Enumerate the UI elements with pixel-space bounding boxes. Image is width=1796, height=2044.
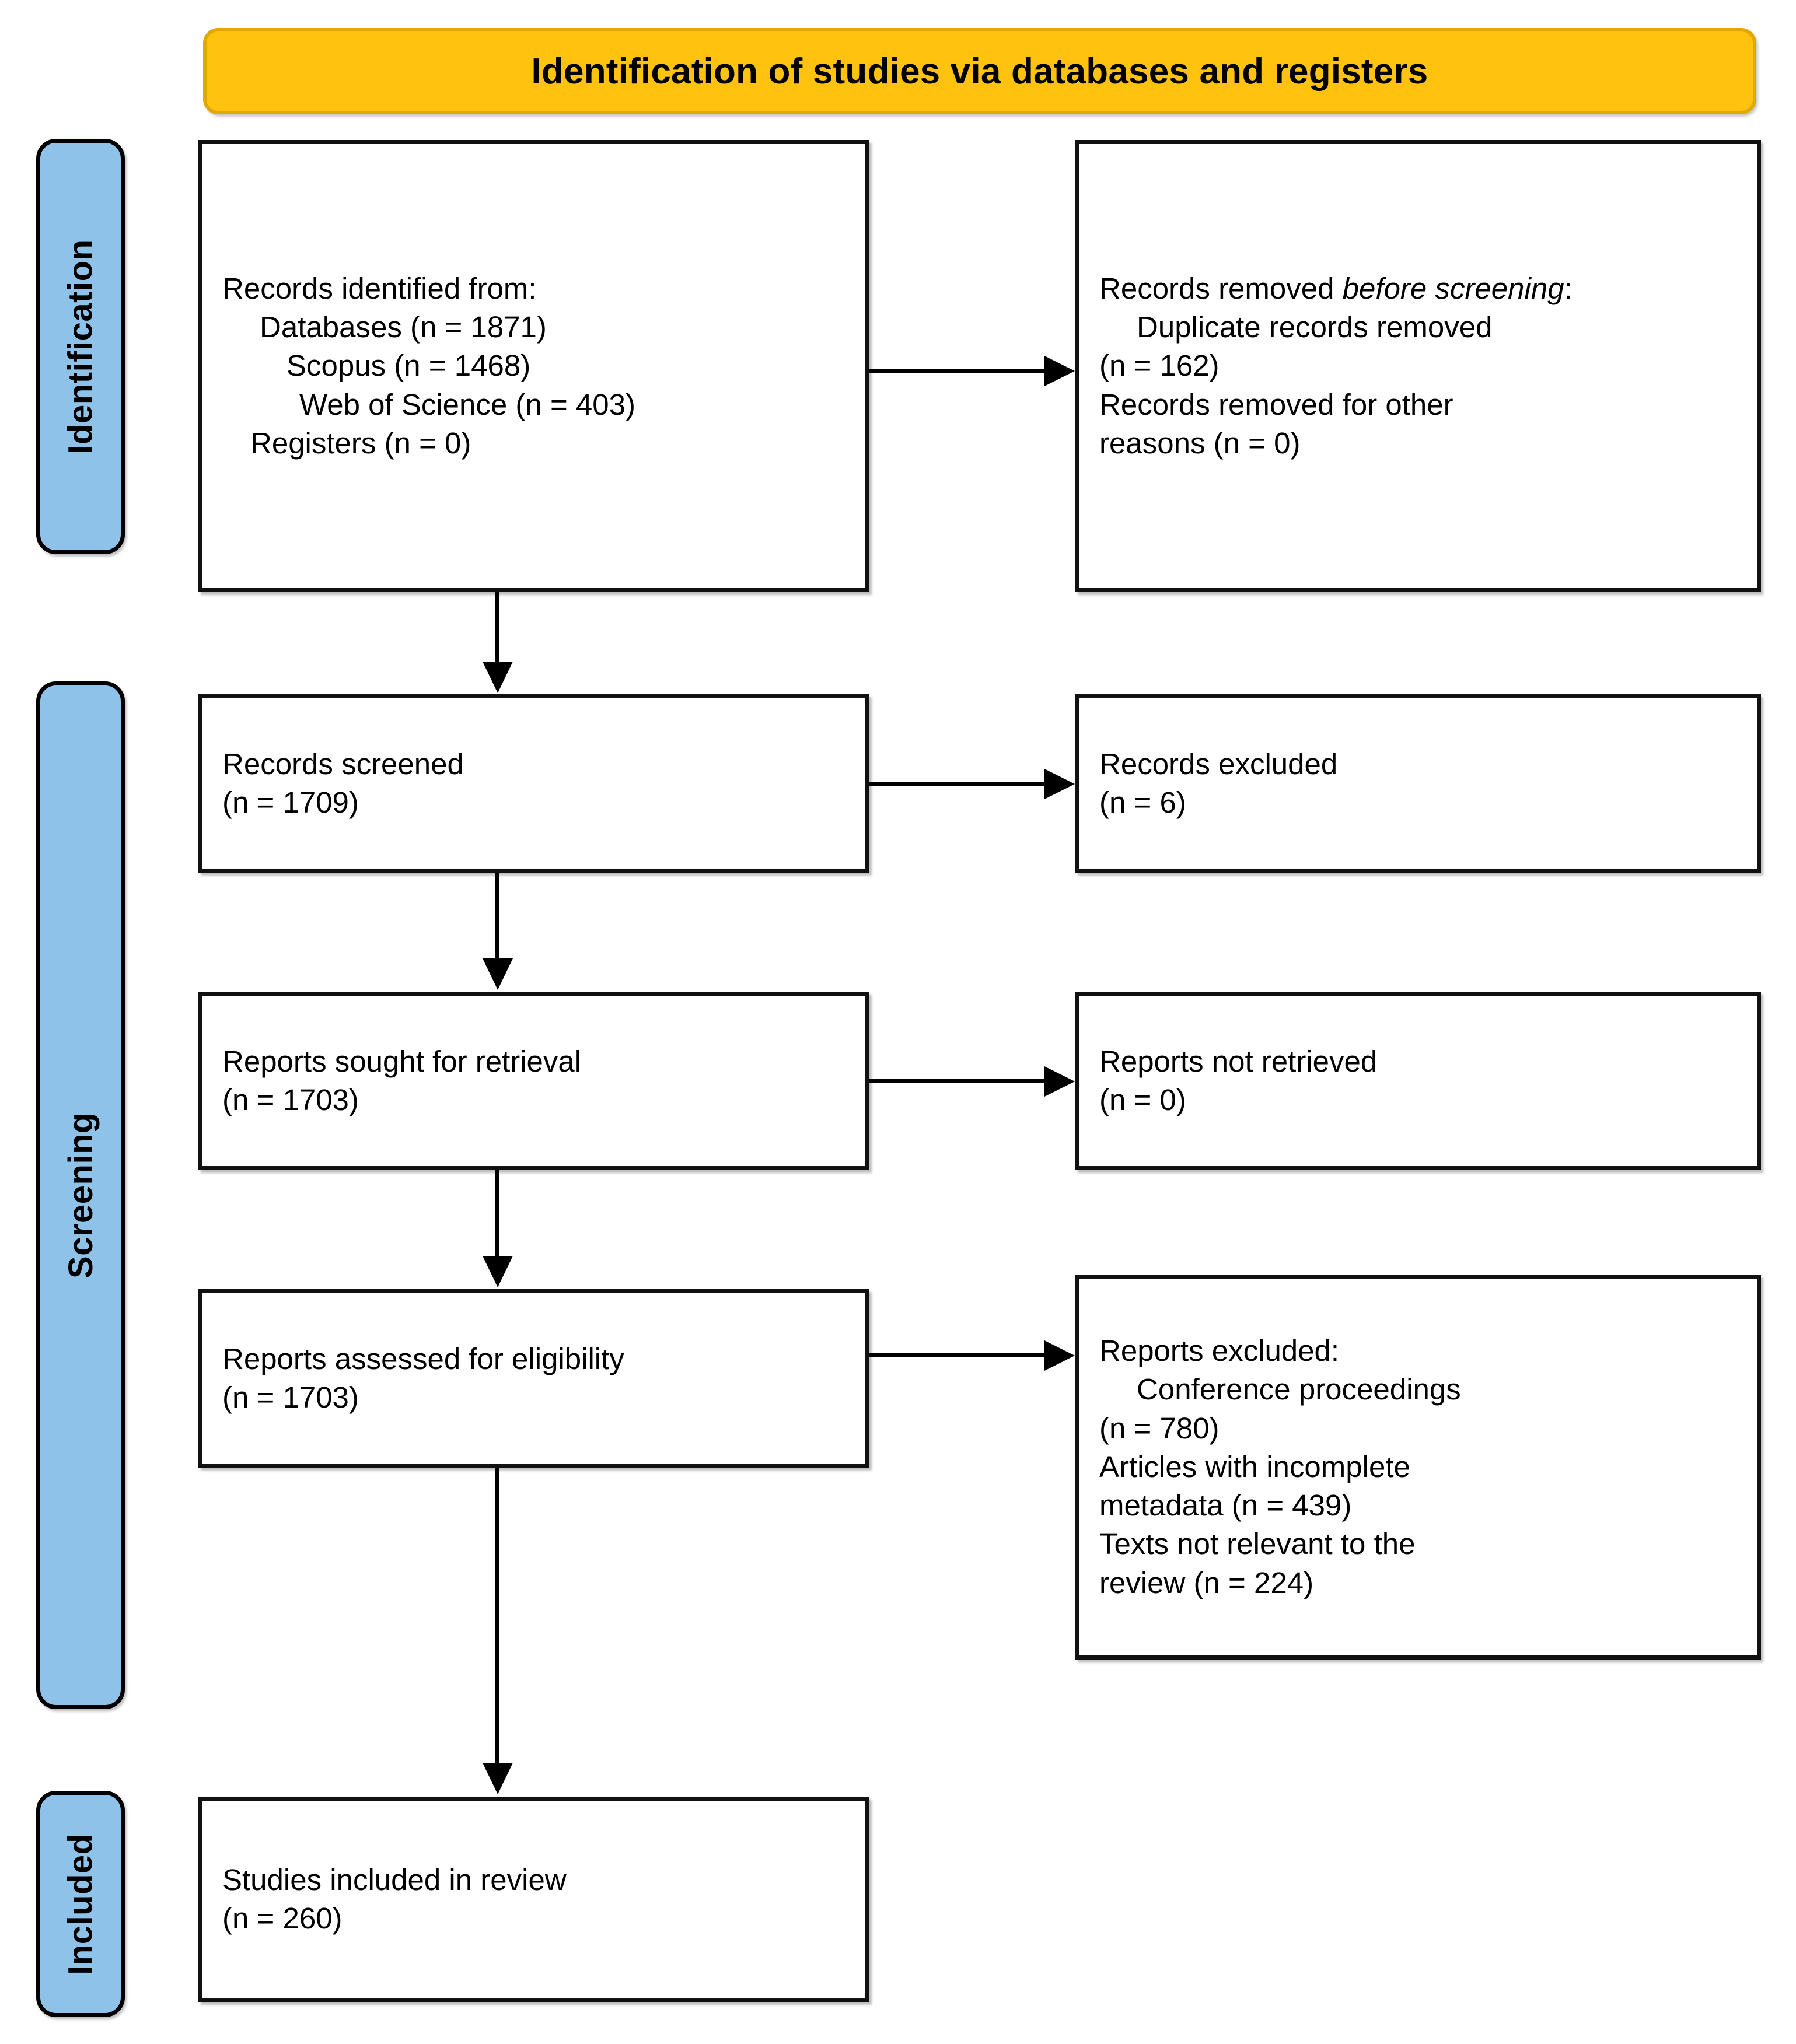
- records-screened-count: (n = 1709): [222, 786, 359, 819]
- records-removed-other-count: reasons (n = 0): [1099, 426, 1301, 460]
- connector-identified-to-removed-line: [869, 369, 1044, 373]
- stage-label-included: Included: [36, 1791, 125, 2017]
- records-removed-heading-italic: before screening: [1342, 271, 1564, 305]
- connector-screened-to-excluded-arrow: [1044, 769, 1075, 799]
- box-reports-excluded: Reports excluded: Conference proceedings…: [1075, 1275, 1761, 1660]
- stage-label-screening-text: Screening: [61, 1112, 100, 1279]
- records-identified-web-of-science: Web of Science (n = 403): [299, 387, 635, 421]
- records-removed-other: Records removed for other: [1099, 387, 1453, 421]
- connector-assessed-to-excluded-line: [869, 1353, 1044, 1357]
- connector-screened-to-sought-line: [495, 873, 499, 960]
- connector-identified-to-removed-arrow: [1044, 356, 1075, 386]
- box-reports-assessed-for-eligibility: Reports assessed for eligibility (n = 17…: [198, 1289, 869, 1468]
- connector-screened-to-sought-arrow: [483, 958, 513, 990]
- connector-sought-to-not-retrieved-line: [869, 1079, 1044, 1083]
- reports-excluded-heading: Reports excluded:: [1099, 1334, 1340, 1367]
- records-identified-line-0: Records identified from:: [222, 271, 537, 305]
- connector-assessed-to-included-arrow: [483, 1763, 513, 1794]
- records-removed-heading-a: Records removed: [1099, 271, 1343, 305]
- box-reports-sought-for-retrieval: Reports sought for retrieval (n = 1703): [198, 992, 869, 1170]
- reports-excluded-incomplete: Articles with incomplete: [1099, 1450, 1410, 1483]
- connector-screened-to-excluded-line: [869, 782, 1044, 786]
- box-reports-not-retrieved: Reports not retrieved (n = 0): [1075, 992, 1761, 1170]
- studies-included-label: Studies included in review: [222, 1863, 567, 1896]
- records-identified-scopus: Scopus (n = 1468): [286, 349, 531, 383]
- box-records-removed-before-screening: Records removed before screening: Duplic…: [1075, 140, 1761, 592]
- records-screened-label: Records screened: [222, 747, 464, 780]
- stage-label-identification-text: Identification: [61, 239, 100, 454]
- connector-sought-to-assessed-arrow: [483, 1256, 513, 1287]
- reports-sought-label: Reports sought for retrieval: [222, 1044, 582, 1078]
- records-identified-databases: Databases (n = 1871): [260, 310, 547, 344]
- connector-identified-to-screened-line: [495, 592, 499, 663]
- connector-identified-to-screened-arrow: [483, 662, 513, 693]
- connector-sought-to-not-retrieved-arrow: [1044, 1066, 1075, 1097]
- box-records-excluded: Records excluded (n = 6): [1075, 694, 1761, 873]
- reports-excluded-not-relevant: Texts not relevant to the: [1099, 1527, 1416, 1561]
- reports-assessed-count: (n = 1703): [222, 1381, 359, 1414]
- records-removed-duplicates-count: (n = 162): [1099, 349, 1220, 383]
- reports-excluded-conference: Conference proceedings: [1137, 1373, 1461, 1406]
- box-records-identified: Records identified from: Databases (n = …: [198, 140, 869, 592]
- diagram-header-banner: Identification of studies via databases …: [203, 28, 1756, 114]
- records-removed-heading: Records removed before screening:: [1099, 270, 1737, 308]
- box-records-screened: Records screened (n = 1709): [198, 694, 869, 873]
- stage-label-identification: Identification: [36, 139, 125, 554]
- reports-not-retrieved-label: Reports not retrieved: [1099, 1044, 1378, 1078]
- reports-assessed-label: Reports assessed for eligibility: [222, 1342, 624, 1376]
- reports-not-retrieved-count: (n = 0): [1099, 1083, 1186, 1116]
- box-studies-included-in-review: Studies included in review (n = 260): [198, 1797, 869, 2002]
- reports-excluded-conference-count: (n = 780): [1099, 1411, 1220, 1445]
- records-removed-heading-c: :: [1564, 271, 1573, 305]
- records-identified-registers: Registers (n = 0): [250, 426, 471, 460]
- records-excluded-count: (n = 6): [1099, 786, 1186, 819]
- studies-included-count: (n = 260): [222, 1902, 343, 1935]
- stage-label-included-text: Included: [61, 1833, 100, 1975]
- reports-excluded-not-relevant-count: review (n = 224): [1099, 1566, 1314, 1600]
- records-removed-duplicates: Duplicate records removed: [1137, 310, 1493, 344]
- connector-assessed-to-excluded-arrow: [1044, 1340, 1075, 1371]
- connector-assessed-to-included-line: [495, 1468, 499, 1765]
- reports-excluded-incomplete-count: metadata (n = 439): [1099, 1489, 1352, 1522]
- reports-sought-count: (n = 1703): [222, 1083, 359, 1116]
- diagram-title: Identification of studies via databases …: [531, 51, 1428, 92]
- connector-sought-to-assessed-line: [495, 1170, 499, 1258]
- stage-label-screening: Screening: [36, 681, 125, 1709]
- records-excluded-label: Records excluded: [1099, 747, 1338, 780]
